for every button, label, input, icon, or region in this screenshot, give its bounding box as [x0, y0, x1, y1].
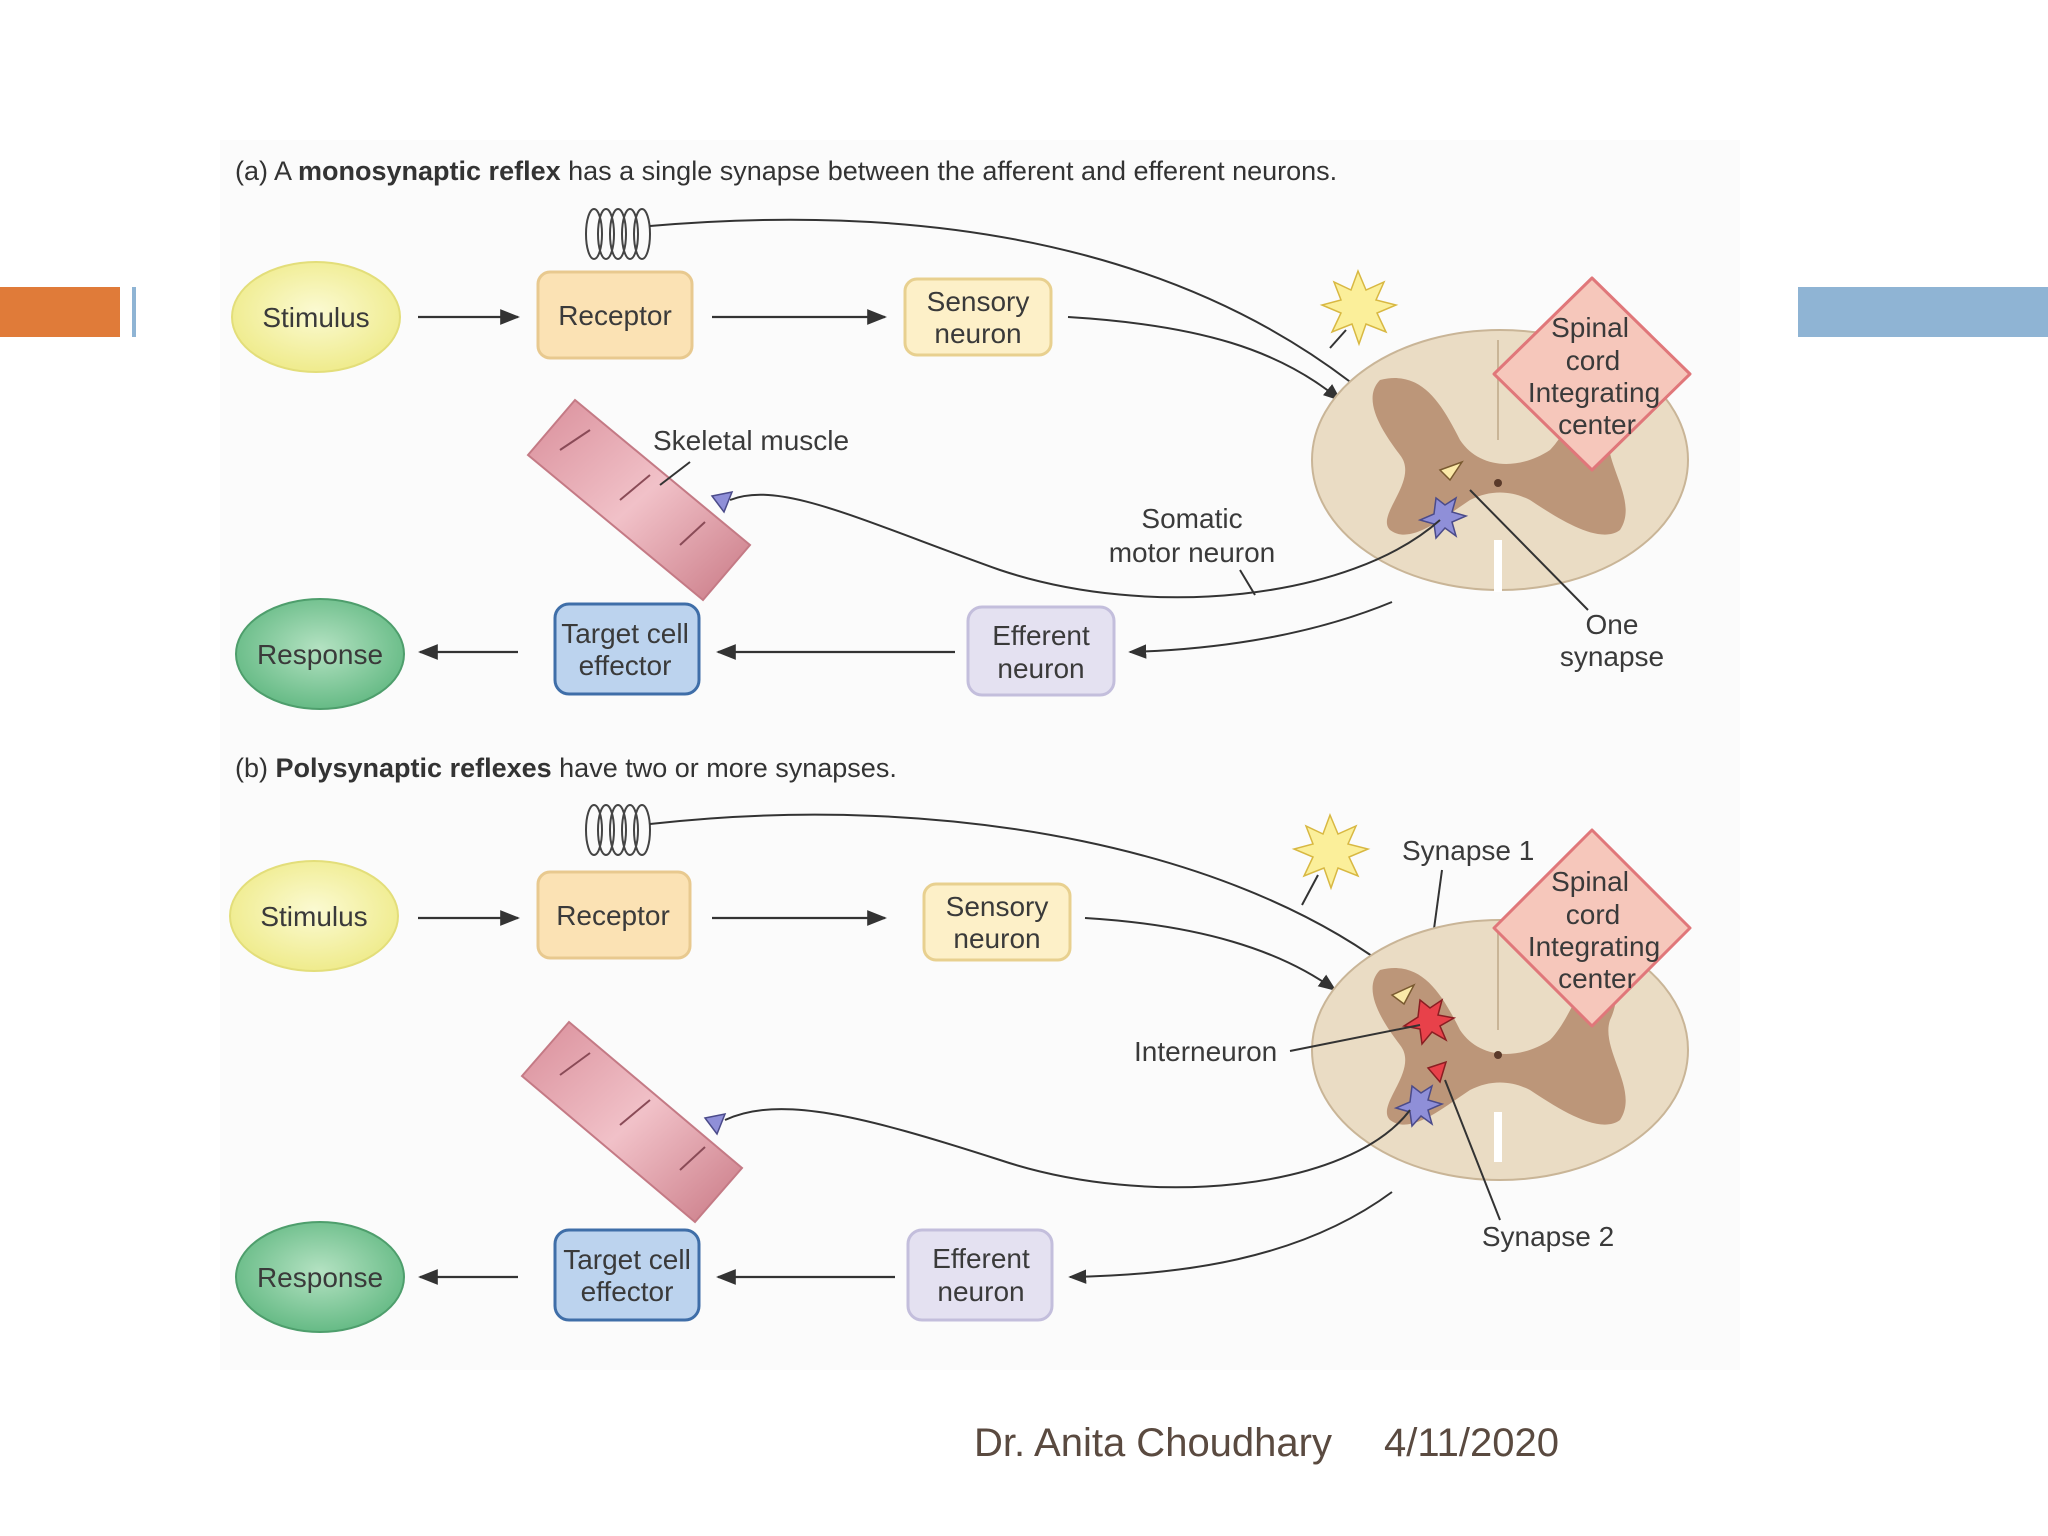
skeletal-muscle-pointer-a	[659, 461, 691, 486]
svg-text:Efferent: Efferent	[932, 1243, 1030, 1274]
svg-text:Spinal: Spinal	[1551, 312, 1629, 343]
skeletal-muscle-label-a: Skeletal muscle	[653, 425, 849, 456]
one-synapse-pointer-a	[1469, 489, 1589, 611]
sensory-neuron-node-a: Sensory neuron	[903, 277, 1053, 357]
receptor-coil-icon-a	[585, 208, 651, 260]
svg-text:neuron: neuron	[937, 1276, 1024, 1307]
accent-bar-right	[1798, 287, 2048, 337]
sensory-to-cord-arrow-a	[1067, 316, 1342, 402]
synapse2-label-b: Synapse 2	[1482, 1221, 1614, 1252]
svg-text:neuron: neuron	[953, 923, 1040, 954]
interneuron-pointer-b	[1289, 1024, 1421, 1052]
efferent-neuron-node-b: Efferent neuron	[906, 1228, 1054, 1322]
svg-text:Sensory: Sensory	[946, 891, 1049, 922]
footer-author: Dr. Anita Choudhary	[974, 1421, 1332, 1465]
stimulus-node-a: Stimulus	[231, 261, 401, 373]
svg-text:Stimulus: Stimulus	[260, 901, 367, 932]
target-cell-node-a: Target cell effector	[553, 602, 701, 696]
svg-text:neuron: neuron	[934, 318, 1021, 349]
interneuron-body-icon-b	[1402, 998, 1457, 1046]
panel-b-caption: (b) Polysynaptic reflexes have two or mo…	[235, 753, 897, 783]
accent-divider-left	[132, 287, 136, 337]
sensory-terminal-icon-a	[1438, 460, 1464, 482]
svg-text:cord: cord	[1566, 345, 1620, 376]
svg-text:effector: effector	[579, 650, 672, 681]
sensory-terminal-icon-b	[1390, 983, 1416, 1006]
panel-a-caption: (a) A monosynaptic reflex has a single s…	[235, 156, 1337, 186]
svg-text:Sensory: Sensory	[927, 286, 1030, 317]
svg-text:Target cell: Target cell	[561, 618, 689, 649]
svg-text:Receptor: Receptor	[556, 900, 670, 931]
synapse2-pointer-b	[1444, 1079, 1501, 1221]
svg-text:Integrating: Integrating	[1528, 931, 1660, 962]
motor-neuron-body-icon-b	[1393, 1084, 1445, 1128]
receptor-coil-icon-b	[585, 804, 651, 856]
spinal-cord-tag-a: Spinal cord Integrating center	[1492, 276, 1692, 472]
somatic-motor-fiber-a	[729, 493, 1441, 599]
efferent-neuron-node-a: Efferent neuron	[966, 605, 1116, 697]
svg-text:cord: cord	[1566, 899, 1620, 930]
response-node-b: Response	[235, 1221, 405, 1333]
stimulus-starburst-icon-b	[1291, 812, 1371, 906]
somatic-pointer-a	[1239, 569, 1256, 596]
cord-to-efferent-arrow-a	[1128, 601, 1393, 659]
one-synapse-label-a-2: synapse	[1560, 641, 1664, 672]
interneuron-terminal-icon-b	[1426, 1060, 1448, 1084]
svg-text:neuron: neuron	[997, 653, 1084, 684]
svg-text:Stimulus: Stimulus	[262, 302, 369, 333]
sensory-to-cord-arrow-b	[1084, 917, 1337, 992]
receptor-node-b: Receptor	[536, 870, 692, 960]
response-node-a: Response	[235, 598, 405, 710]
svg-text:center: center	[1558, 963, 1636, 994]
sensory-neuron-node-b: Sensory neuron	[922, 882, 1072, 962]
svg-text:effector: effector	[581, 1276, 674, 1307]
stimulus-starburst-icon-a	[1319, 268, 1399, 349]
accent-bar-left	[0, 287, 120, 337]
footer-date: 4/11/2020	[1384, 1421, 1559, 1465]
somatic-motor-label-a: Somatic	[1141, 503, 1242, 534]
target-cell-node-b: Target cell effector	[553, 1228, 701, 1322]
receptor-node-a: Receptor	[536, 270, 694, 360]
svg-text:Target cell: Target cell	[563, 1244, 691, 1275]
spinal-cord-tag-b: Spinal cord Integrating center	[1492, 828, 1692, 1028]
interneuron-label-b: Interneuron	[1134, 1036, 1277, 1067]
one-synapse-label-a: One	[1586, 609, 1639, 640]
svg-text:Spinal: Spinal	[1551, 866, 1629, 897]
motor-neuron-body-icon-a	[1417, 496, 1469, 540]
skeletal-muscle-icon-b	[520, 1020, 744, 1224]
stimulus-node-b: Stimulus	[229, 860, 399, 972]
skeletal-muscle-icon-a	[526, 398, 752, 602]
cord-to-efferent-arrow-b	[1068, 1191, 1393, 1284]
svg-text:Efferent: Efferent	[992, 620, 1090, 651]
svg-text:center: center	[1558, 409, 1636, 440]
somatic-motor-fiber-b	[724, 1108, 1411, 1189]
svg-text:Integrating: Integrating	[1528, 377, 1660, 408]
synapse1-label-b: Synapse 1	[1402, 835, 1534, 866]
somatic-motor-label-a-2: motor neuron	[1109, 537, 1276, 568]
svg-text:Receptor: Receptor	[558, 300, 672, 331]
afferent-fiber-b	[649, 813, 1412, 987]
svg-text:Response: Response	[257, 639, 383, 670]
svg-text:Response: Response	[257, 1262, 383, 1293]
